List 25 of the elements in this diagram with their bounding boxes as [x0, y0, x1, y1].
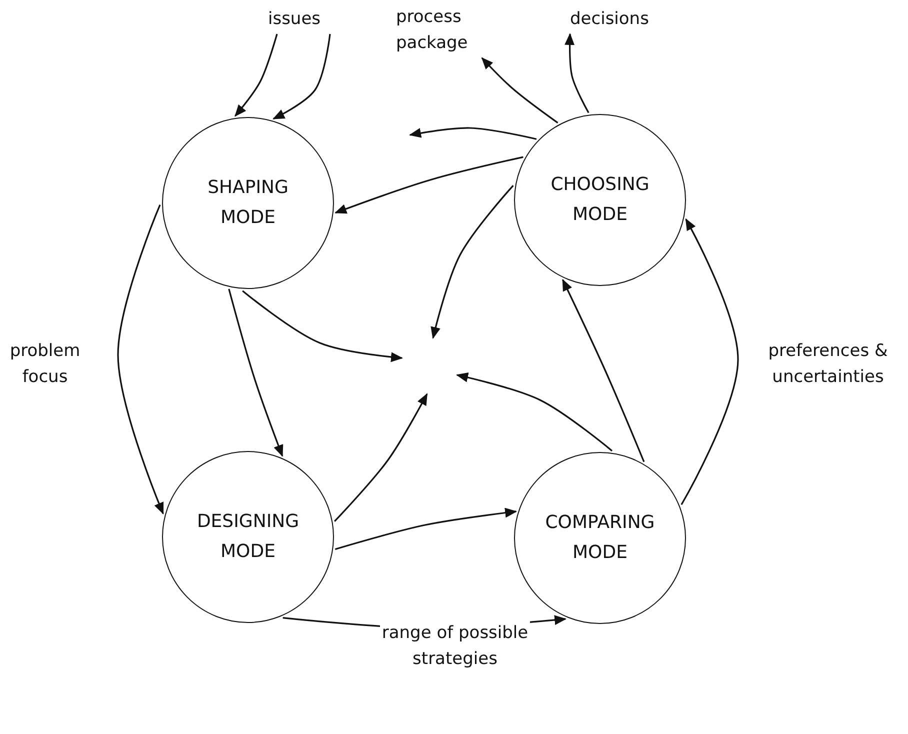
- arrow: [272, 34, 331, 120]
- mode-name: CHOOSING MODE: [550, 173, 650, 227]
- mode-name: SHAPING MODE: [206, 176, 290, 230]
- arrow: [456, 372, 612, 452]
- arrow: [117, 204, 164, 515]
- arrow: [562, 278, 645, 462]
- arrow: [430, 185, 514, 339]
- mode-circle: [162, 117, 334, 289]
- input-label: issues: [268, 6, 330, 34]
- mode-circle: [162, 451, 334, 623]
- arrow: [242, 290, 403, 362]
- arrow: [228, 288, 284, 457]
- output-label: process package: [396, 4, 482, 58]
- output-label: decisions: [570, 6, 666, 34]
- mode-name: DESIGNING MODE: [196, 510, 300, 564]
- arrow: [234, 34, 278, 117]
- mode-circle: [514, 114, 686, 286]
- arrow: [334, 156, 524, 214]
- arrow: [680, 218, 739, 506]
- arrow: [334, 393, 428, 522]
- arrow: [409, 127, 537, 140]
- arrow: [481, 57, 558, 124]
- arrow: [334, 508, 518, 550]
- arrow: [564, 33, 590, 114]
- mode-name: COMPARING MODE: [544, 511, 656, 565]
